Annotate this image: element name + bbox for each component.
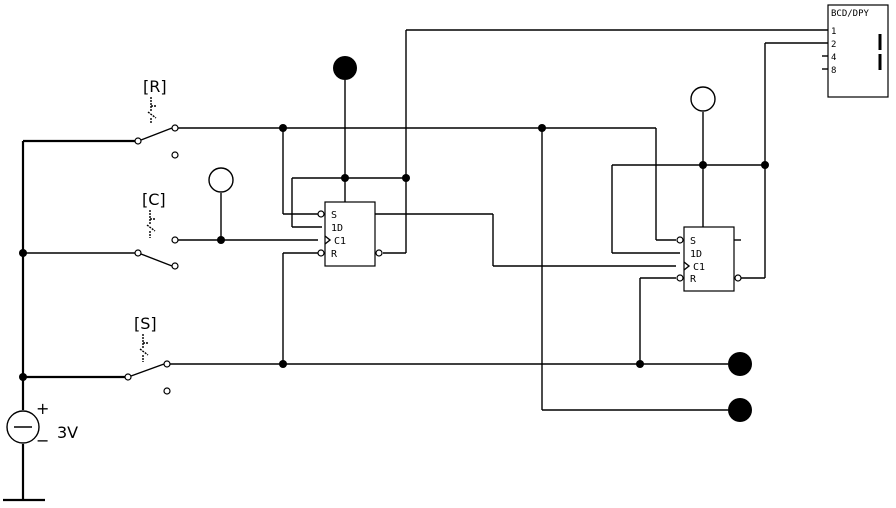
ff2-d-label: 1D [690,249,702,260]
ff2-r-label: R [690,274,697,285]
junction-dot [19,249,27,257]
switch-s-label: [S] [134,314,157,333]
ff1-d-label: 1D [331,223,343,234]
supply-rail [3,139,138,502]
voltage-source[interactable]: + − 3V [6,399,78,450]
switch-c-label: [C] [142,190,166,209]
wire-ff1-to-ff2 [375,213,676,267]
ff2-c-label: C1 [693,262,705,273]
source-voltage-label: 3V [57,423,78,442]
lamp-c-input [208,167,234,193]
wire-c-line [178,193,318,244]
switch-r[interactable]: [R] [134,77,179,159]
display-pin-4: 4 [831,53,836,63]
lamp-out-1 [728,352,752,376]
switch-c[interactable]: [C] [134,190,179,270]
switch-r-label: [R] [143,77,167,96]
wire-ff1-feedback [291,29,828,254]
junction-dot [19,373,27,381]
lamp-top-center [333,56,357,80]
ff2-s-label: S [690,236,696,247]
wire-s-line [170,252,728,368]
ff1-r-label: R [331,249,338,260]
switch-s[interactable]: [S] [124,314,171,395]
flipflop-1[interactable]: S 1D C1 R [317,201,383,267]
bcd-display[interactable]: BCD/DPY 1 2 4 8 [822,4,889,98]
ff1-c-label: C1 [334,236,346,247]
lamp-ff2-set [690,86,716,112]
wire-r-line [178,124,728,411]
flipflop-2[interactable]: S 1D C1 R [676,226,742,292]
wire-ff2-feedback [611,42,828,279]
display-pin-1: 1 [831,27,836,37]
display-pin-8: 8 [831,66,836,76]
display-title: BCD/DPY [831,9,870,19]
ff1-s-label: S [331,210,337,221]
source-minus: − [36,431,49,450]
display-pin-2: 2 [831,40,836,50]
source-plus: + [36,399,49,418]
lamp-out-2 [728,398,752,422]
